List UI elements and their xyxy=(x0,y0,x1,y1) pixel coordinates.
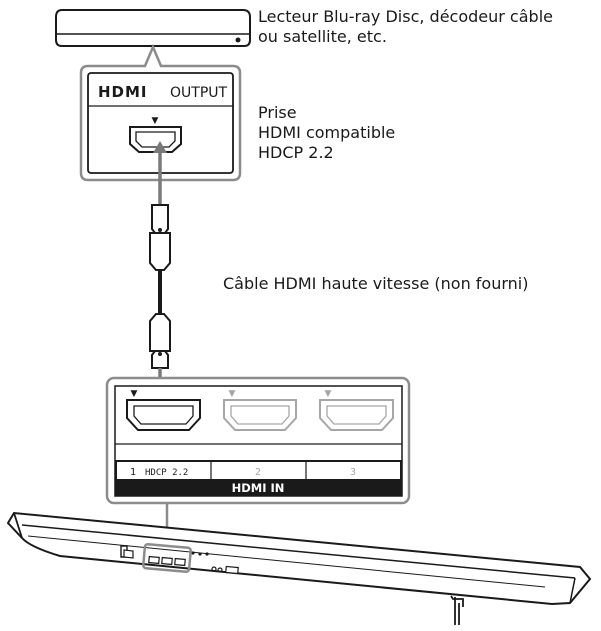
cable-connector-top xyxy=(149,204,171,271)
source-device xyxy=(55,9,251,47)
hdmi-input-port-1 xyxy=(126,399,201,431)
output-label: OUTPUT xyxy=(170,85,228,101)
cable-label: Câble HDMI haute vitesse (non fourni) xyxy=(223,274,528,293)
port-2-number: 2 xyxy=(255,467,261,478)
svg-text:HDMI: HDMI xyxy=(98,83,148,101)
soundbar-input-panel: ▼ ▼ ▼ 1 HDCP 2.2 2 3 HDMI IN xyxy=(105,376,411,505)
port-1-number: 1 xyxy=(130,467,136,478)
soundbar xyxy=(6,511,592,625)
hdmi-in-label: HDMI IN xyxy=(232,481,285,495)
port-1-hdcp-note: HDCP 2.2 xyxy=(145,468,188,478)
hdmi-cable xyxy=(149,141,171,414)
hdmi-input-port-2 xyxy=(223,399,297,431)
cable-connector-bottom xyxy=(149,313,171,369)
port-highlight xyxy=(142,543,192,573)
port-3-number: 3 xyxy=(350,467,356,478)
port-2-arrow: ▼ xyxy=(229,389,236,399)
port-3-arrow: ▼ xyxy=(325,389,332,399)
hdmi-logo-icon: HDMI xyxy=(98,83,148,101)
jack-note-line1: Prise xyxy=(258,103,297,122)
power-cord xyxy=(450,595,464,625)
source-output-panel: HDMI OUTPUT ▼ xyxy=(79,43,242,182)
rear-connectors xyxy=(120,545,239,575)
device-description-line2: ou satellite, etc. xyxy=(258,27,387,46)
jack-note-line2: HDMI compatible xyxy=(258,123,395,142)
device-description-line1: Lecteur Blu-ray Disc, décodeur câble xyxy=(258,7,553,26)
power-led xyxy=(235,37,241,43)
hdmi-input-port-3 xyxy=(319,399,394,431)
port-arrow-indicator: ▼ xyxy=(152,116,159,126)
arrow-up-icon xyxy=(153,141,167,153)
jack-note-line3: HDCP 2.2 xyxy=(258,143,334,162)
port-1-arrow: ▼ xyxy=(131,389,138,399)
hdmi-output-port xyxy=(129,126,182,153)
